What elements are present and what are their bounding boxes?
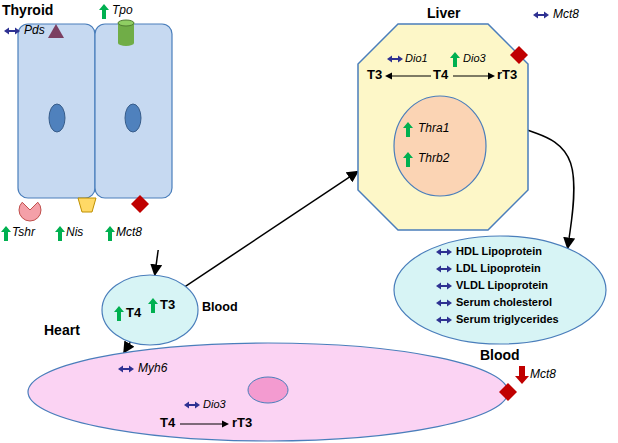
arrow-head xyxy=(488,73,495,80)
liver-nucleus xyxy=(394,96,486,196)
liver-outline xyxy=(358,24,528,230)
node-label: T4 xyxy=(160,416,175,431)
shape-outline xyxy=(0,0,178,250)
increase-arrow xyxy=(450,52,460,67)
diagram-node: ThyroidPds TpoTshr Nis Mct8 xyxy=(0,0,178,250)
node-label: T4 xyxy=(433,68,448,83)
node-label: Pds xyxy=(24,24,45,38)
tpo-cylinder-base xyxy=(118,40,134,46)
node-label: Blood xyxy=(480,347,520,363)
no-change-arrow xyxy=(533,12,549,19)
nis-transporter xyxy=(78,198,96,212)
no-change-arrow xyxy=(436,249,452,256)
flow-arrow xyxy=(528,130,574,248)
cell-nucleus xyxy=(49,104,65,132)
increase-arrow xyxy=(148,298,158,313)
node-label: T3 xyxy=(367,68,382,83)
shape-outline xyxy=(392,94,488,198)
no-change-arrow xyxy=(387,56,403,63)
increase-arrow xyxy=(99,4,109,19)
increase-arrow xyxy=(1,226,11,241)
no-change-arrow xyxy=(436,317,452,324)
arrow-head xyxy=(222,421,229,428)
diagram-node: HDL LipoproteinLDL LipoproteinVLDL Lipop… xyxy=(392,235,618,365)
node-label: Liver xyxy=(427,5,460,21)
flow-arrow xyxy=(124,342,131,353)
flow-arrow xyxy=(155,250,158,275)
shape-outline xyxy=(355,2,615,234)
node-label: Mct8 xyxy=(553,8,579,22)
no-change-arrow xyxy=(184,402,200,409)
conversion-arrow xyxy=(180,423,223,424)
heart-cell xyxy=(28,343,508,441)
arrow-head xyxy=(385,73,392,80)
thyroid-cell xyxy=(18,24,95,198)
diagram-node: T4 T3 Blood xyxy=(100,272,242,348)
tshr-receptor xyxy=(19,202,41,221)
conversion-arrow xyxy=(453,75,489,76)
diagram-node: Thra1Thrb2 xyxy=(392,94,488,198)
node-label: rT3 xyxy=(232,416,252,431)
blood-ellipse xyxy=(394,236,606,344)
node-label: Dio3 xyxy=(463,52,486,65)
node-label: Serum triglycerides xyxy=(456,313,559,326)
no-change-arrow xyxy=(436,300,452,307)
flow-arrow xyxy=(185,171,358,286)
conversion-arrow xyxy=(391,75,431,76)
pds-triangle xyxy=(48,24,64,38)
node-label: LDL Lipoprotein xyxy=(456,262,541,275)
node-label: Myh6 xyxy=(138,362,167,376)
node-label: Mct8 xyxy=(530,368,556,382)
no-change-arrow xyxy=(436,266,452,273)
node-label: Thra1 xyxy=(418,122,449,136)
tpo-cylinder-top xyxy=(118,20,134,26)
node-label: Tpo xyxy=(112,4,133,18)
node-label: Dio1 xyxy=(405,52,428,65)
node-label: Serum cholesterol xyxy=(456,296,552,309)
node-label: Thrb2 xyxy=(418,152,449,166)
node-label: Thyroid xyxy=(2,2,53,18)
node-label: Mct8 xyxy=(116,226,142,240)
node-label: Dio3 xyxy=(203,398,226,411)
mct8-transporter xyxy=(510,46,528,64)
increase-arrow xyxy=(403,122,413,137)
no-change-arrow xyxy=(118,366,134,373)
increase-arrow xyxy=(105,226,115,241)
node-label: rT3 xyxy=(497,68,517,83)
diagram-node: HeartMct8 Myh6Dio3T4 rT3 xyxy=(0,318,618,443)
increase-arrow xyxy=(114,306,124,321)
diagram-node: Liver Mct8Dio1 Dio3T3 T4 rT3Thra1Thrb2 xyxy=(355,2,615,234)
mct8-transporter xyxy=(499,383,517,401)
node-label: T3 xyxy=(160,298,175,313)
thyroid-cell xyxy=(95,24,172,198)
increase-arrow xyxy=(403,152,413,167)
mct8-transporter xyxy=(131,195,149,213)
node-label: VLDL Lipoprotein xyxy=(456,279,548,292)
node-label: Tshr xyxy=(12,226,35,240)
cell-nucleus xyxy=(125,104,141,132)
node-label: HDL Lipoprotein xyxy=(456,245,542,258)
blood-ellipse xyxy=(102,275,198,345)
no-change-arrow xyxy=(4,28,20,35)
node-label: T4 xyxy=(126,306,141,321)
increase-arrow xyxy=(55,226,65,241)
node-label: Heart xyxy=(44,322,80,338)
shape-outline xyxy=(0,318,618,443)
no-change-arrow xyxy=(436,283,452,290)
heart-nucleus xyxy=(248,377,288,403)
node-label: Blood xyxy=(202,300,238,314)
decrease-arrow xyxy=(515,366,529,384)
node-label: Nis xyxy=(66,226,83,240)
